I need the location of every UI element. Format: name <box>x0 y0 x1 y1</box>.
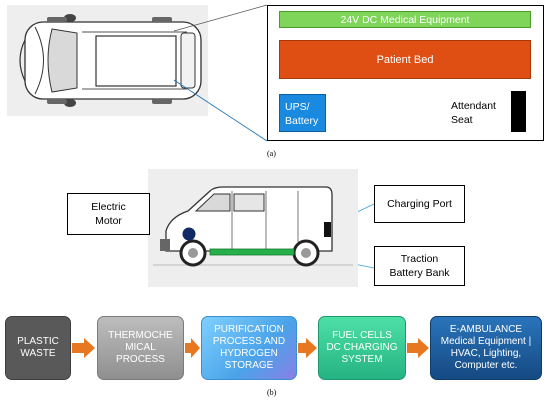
step-label-line: MICAL <box>125 342 156 353</box>
battery-bank-marker <box>209 248 295 256</box>
step-label-line: FUEL CELLS <box>332 330 392 341</box>
step-label-line: HVAC, Lighting, <box>450 348 522 359</box>
caption-b: (b) <box>267 388 277 397</box>
ups-label-line1: UPS/ <box>285 101 310 113</box>
step-label-line: Computer etc. <box>454 360 518 371</box>
van-top-view-panel <box>7 5 208 116</box>
charging-port-marker <box>324 222 331 237</box>
flow-arrow-2 <box>185 338 200 358</box>
step-label-line: Medical Equipment | <box>440 336 532 347</box>
van-side-view-illustration <box>153 186 353 267</box>
charging-port-label: Charging Port <box>387 198 452 210</box>
step-label-line: WASTE <box>20 348 56 359</box>
patient-bed-label: Patient Bed <box>376 53 434 66</box>
patient-bed-block: Patient Bed <box>279 40 531 79</box>
step-label-line: PROCESS <box>116 354 165 365</box>
flow-arrow-1 <box>72 338 95 358</box>
medical-equipment-bar: 24V DC Medical Equipment <box>279 11 531 28</box>
bottom-connector-line <box>173 79 268 142</box>
attendant-seat-label: Attendant Seat <box>451 99 496 127</box>
step-label-line: E-AMBULANCE <box>449 324 523 335</box>
caption-a: (a) <box>267 149 276 158</box>
battery-bank-callout: Traction Battery Bank <box>374 246 465 286</box>
step-label-line: PURIFICATION <box>214 324 284 335</box>
top-connector-line <box>173 4 268 32</box>
step-label-line: THERMOCHE <box>108 330 173 341</box>
step-label-line: PLASTIC <box>17 336 59 347</box>
seat-label-line2: Seat <box>451 114 473 126</box>
medical-equipment-label: 24V DC Medical Equipment <box>340 13 470 26</box>
battery-label-line1: Traction <box>400 253 439 265</box>
van-top-view-illustration <box>19 14 202 107</box>
step-label-line: PROCESS AND <box>212 336 286 347</box>
charging-port-callout: Charging Port <box>374 185 465 223</box>
step-label-line: HYDROGEN <box>220 348 278 359</box>
flow-arrow-3 <box>298 338 317 358</box>
battery-label-line2: Battery Bank <box>389 267 450 279</box>
motor-label-line1: Electric <box>91 201 126 213</box>
motor-label-line2: Motor <box>95 215 122 227</box>
ups-battery-block: UPS/ Battery <box>279 94 326 132</box>
van-side-view-panel <box>148 169 358 287</box>
step-label-line: SYSTEM <box>341 354 383 365</box>
ups-label-line2: Battery <box>285 115 319 127</box>
attendant-seat-block <box>511 91 526 132</box>
step-label-line: DC CHARGING <box>326 342 398 353</box>
electric-motor-marker <box>182 227 196 241</box>
electric-motor-callout: Electric Motor <box>67 193 150 235</box>
step-label-line: STORAGE <box>224 360 274 371</box>
seat-label-line1: Attendant <box>451 100 496 112</box>
flow-arrow-4 <box>407 338 429 358</box>
